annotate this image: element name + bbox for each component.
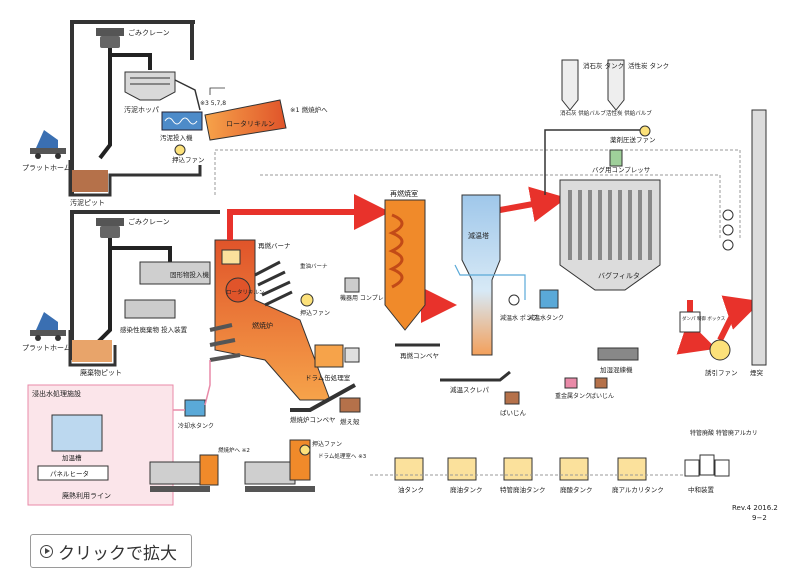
sludge-pit-label: 汚泥ピット bbox=[70, 199, 105, 207]
drum-treatment-label: ドラム缶処理室 bbox=[305, 373, 351, 382]
pushfan-bottom-label: 押込ファン bbox=[312, 440, 342, 448]
mid-fan-compressor: 押込ファン 機器用 コンプレッサ bbox=[300, 277, 396, 317]
special-oil-tank-label: 特管廃油タンク bbox=[500, 485, 546, 494]
drum-note-label: ドラム処理室へ ※3 bbox=[318, 452, 367, 460]
top-platform-truck: プラットホーム bbox=[22, 130, 71, 172]
solid-feeder-label: 固形物投入機 bbox=[170, 270, 210, 279]
neutralizer-label: 中和装置 bbox=[688, 485, 715, 494]
platform-bottom-label: プラットホーム bbox=[22, 344, 71, 352]
sludge-pit: 汚泥ピット bbox=[68, 160, 202, 207]
induced-fan-label: 誘引ファン bbox=[705, 368, 738, 377]
to-incinerator-label: ※1 燃焼炉へ bbox=[290, 105, 328, 114]
acid-tank-label: 廃酸タンク bbox=[560, 485, 593, 494]
incinerator-label: 燃焼炉 bbox=[252, 321, 273, 330]
rotary-kiln-label: ロータリキルン bbox=[226, 119, 275, 128]
incinerator-conveyor-label: 燃焼炉コンベヤ bbox=[290, 415, 336, 424]
reburn-chamber-label: 再燃焼室 bbox=[390, 189, 418, 198]
reburner-label: 再燃バーナ bbox=[258, 241, 291, 250]
chem-fan-label: 薬剤圧送ファン bbox=[610, 135, 656, 144]
incinerator: ロータリキルン 燃焼炉 再燃バーナ 重油バーナ bbox=[209, 239, 331, 401]
carbon-label: 活性炭 タンク bbox=[628, 61, 669, 70]
sludge-hopper: 汚泥ホッパ bbox=[124, 71, 201, 114]
bag-compressor-label: バグ用コンプレッサ bbox=[592, 165, 650, 174]
play-circle-icon bbox=[40, 544, 53, 558]
cooling-tank-label: 冷却水タンク bbox=[178, 422, 214, 430]
fly-ash-label: ばいじん bbox=[500, 408, 527, 417]
special-waste-label: 特管廃酸 特管廃アルカリ bbox=[690, 429, 758, 437]
stack-label: 煙突 bbox=[750, 368, 764, 377]
carbon-valve-label: 活性炭 供給バルブ bbox=[606, 109, 652, 117]
bottom-drums: 燃焼炉へ ※2 ドラム処理室へ ※3 押込ファン bbox=[149, 439, 367, 492]
crane-bottom-label: ごみクレーン bbox=[128, 217, 170, 226]
waste-pit-label: 廃棄物ピット bbox=[80, 368, 122, 377]
reburn-chamber: 再燃焼室 再燃コンベヤ bbox=[384, 189, 440, 360]
sludge-feeder: 汚泥投入機 bbox=[160, 111, 203, 142]
bag-filter-label: バグフィルタ bbox=[598, 271, 640, 280]
ash-label: 燃え殻 bbox=[340, 417, 360, 426]
lime-valve-label: 消石灰 供給バルブ bbox=[560, 109, 606, 117]
oil-tank-label: 油タンク bbox=[398, 485, 424, 494]
rotary-kiln: ロータリキルン ※1 燃焼炉へ ※3 5,7,8 押込ファン bbox=[172, 87, 328, 164]
wastewater-facility: 浸出水処理施設 加温槽 パネルヒータ 廃熱利用ライン 冷却水タンク bbox=[27, 360, 214, 506]
page-label: 9−2 bbox=[752, 514, 767, 522]
wastewater-title: 浸出水処理施設 bbox=[32, 389, 81, 398]
fan-and-stack: 誘引ファン ダンパ 制御 ボックス 煙突 bbox=[679, 109, 767, 377]
panel-heater-label: パネルヒータ bbox=[50, 469, 89, 478]
bottom-crane-group: ごみクレーン bbox=[70, 210, 220, 360]
cooling-scrubber-label: 減温スクレパ bbox=[450, 385, 490, 394]
waste-pit: 廃棄物ピット bbox=[68, 330, 122, 377]
alkali-tank-label: 廃アルカリタンク bbox=[612, 485, 664, 494]
click-to-enlarge-label: クリックで拡大 bbox=[58, 543, 177, 564]
heavy-metal-label: 重金属タンク bbox=[555, 392, 591, 400]
humidifier-label: 加湿混練機 bbox=[600, 365, 633, 374]
incinerator-note-label: 燃焼炉へ ※2 bbox=[218, 446, 250, 454]
click-to-enlarge-button[interactable]: クリックで拡大 bbox=[30, 534, 192, 568]
drum-room: ドラム缶処理室 bbox=[305, 344, 360, 382]
crane-top-label: ごみクレーン bbox=[128, 28, 170, 37]
cooling-pump-label: 減温水 ポンプ bbox=[500, 314, 538, 322]
top-crane-group: ごみクレーン bbox=[70, 20, 195, 195]
damper-box-label: ダンパ 制御 ボックス bbox=[682, 315, 726, 322]
fly-ash2-label: ばいじん bbox=[590, 392, 614, 400]
kiln-inner-label: ロータリキルン bbox=[226, 288, 265, 296]
sludge-hopper-label: 汚泥ホッパ bbox=[124, 106, 159, 114]
kiln-notes-label: ※3 5,7,8 bbox=[200, 100, 226, 107]
waste-oil-tank-label: 廃油タンク bbox=[450, 485, 483, 494]
aux-burner-label: 重油バーナ bbox=[300, 262, 328, 270]
storage-tanks: 油タンク 廃油タンク 特管廃油タンク 廃酸タンク 廃アルカリタンク 特管廃酸 特… bbox=[370, 429, 758, 494]
bag-filter: バグフィルタ バグ用コンプレッサ 加湿混練機 重金属タンク ばいじん bbox=[555, 149, 661, 400]
solid-feeder: 固形物投入機 感染性廃棄物 投入装置 bbox=[120, 261, 211, 334]
heat-line-label: 廃熱利用ライン bbox=[62, 491, 111, 500]
incinerator-conveyor: 燃焼炉コンベヤ 燃え殻 bbox=[290, 383, 361, 426]
push-fan-top-label: 押込ファン bbox=[172, 155, 205, 164]
flue-gas-line bbox=[227, 194, 390, 240]
infectious-feeder-label: 感染性廃棄物 投入装置 bbox=[120, 325, 188, 334]
cooling-tower: 減温塔 減温スクレパ ばいじん 減温水 ポンプ 減温水タンク bbox=[440, 194, 564, 417]
heating-tank-label: 加温槽 bbox=[62, 453, 82, 462]
platform-top-label: プラットホーム bbox=[22, 164, 71, 172]
pushfan-mid-label: 押込ファン bbox=[300, 309, 330, 317]
cooling-tower-label: 減温塔 bbox=[468, 231, 489, 240]
chemical-tanks: 消石灰 タンク 活性炭 タンク 消石灰 供給バルブ 活性炭 供給バルブ 薬剤圧送… bbox=[544, 59, 669, 195]
reburn-conveyor-label: 再燃コンベヤ bbox=[400, 351, 439, 360]
cooling-water-tank-label: 減温水タンク bbox=[528, 314, 564, 322]
instrument-compressor-label: 機器用 コンプレッサ bbox=[340, 294, 396, 302]
slaked-lime-label: 消石灰 タンク bbox=[583, 61, 624, 70]
bottom-platform-truck: プラットホーム bbox=[22, 312, 71, 352]
sludge-feeder-label: 汚泥投入機 bbox=[160, 133, 193, 142]
process-flow-diagram: ごみクレーン プラットホーム 汚泥ピット 汚泥ホッパ 汚泥投入機 ロータリキルン… bbox=[22, 20, 778, 522]
rev-label: Rev.4 2016.2 bbox=[732, 504, 778, 512]
